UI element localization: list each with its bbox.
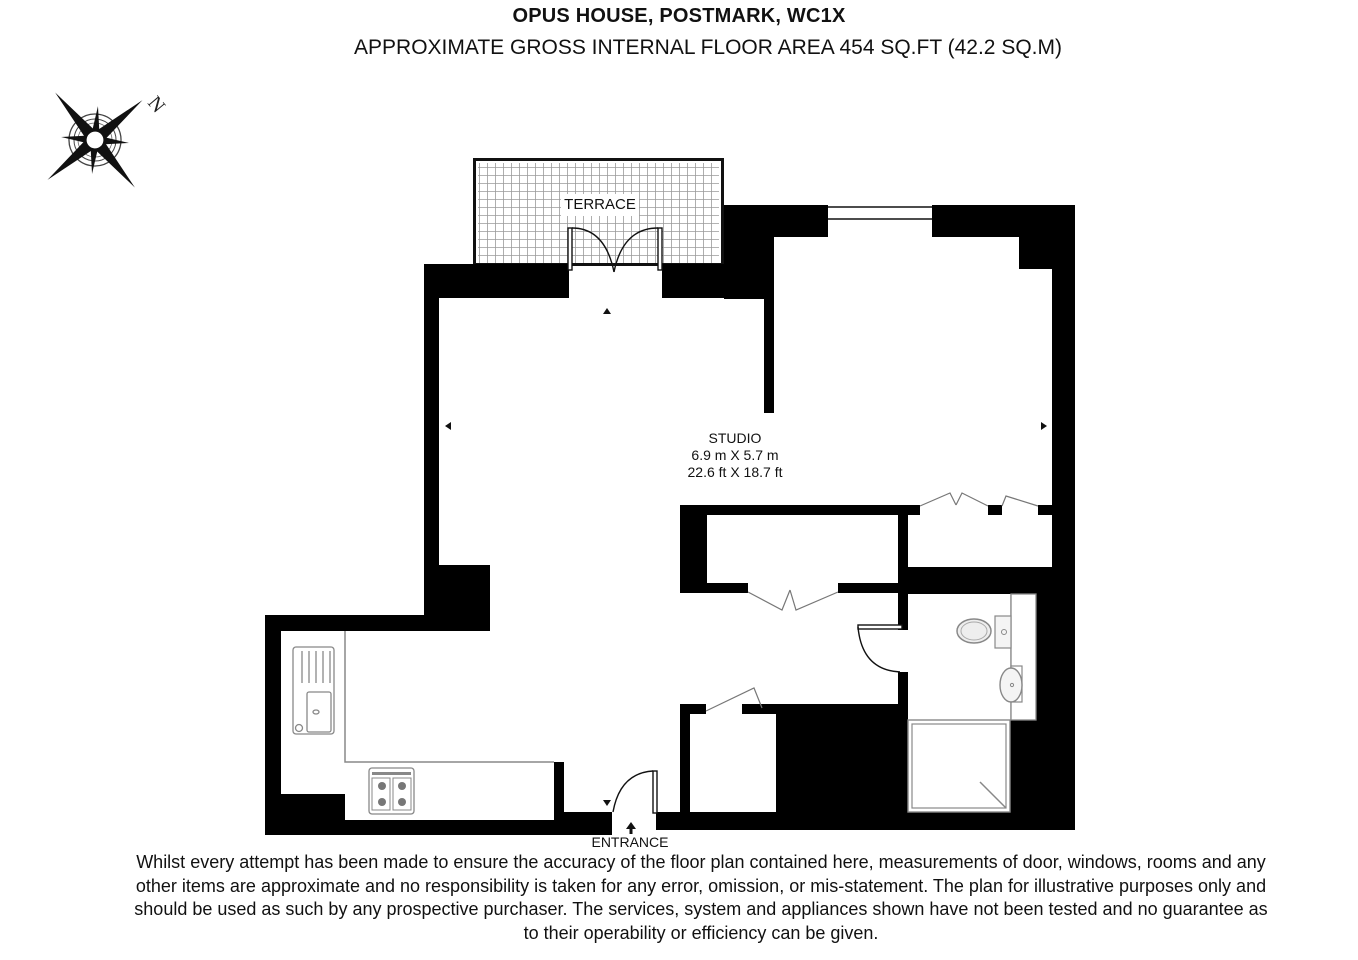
- basin-icon: [999, 665, 1023, 703]
- kitchen-sink-icon: [292, 646, 335, 735]
- arrow-up-icon: [626, 822, 636, 834]
- toilet-icon: [956, 615, 1012, 649]
- disclaimer-line: other items are approximate and no respo…: [135, 875, 1267, 896]
- studio-name: STUDIO: [708, 430, 762, 446]
- disclaimer-line: to their operability or efficiency can b…: [523, 922, 879, 943]
- kitchen-counter: [344, 631, 554, 763]
- plan-title: OPUS HOUSE, POSTMARK, WC1X: [512, 5, 846, 27]
- shower-tray-icon: [907, 719, 1011, 813]
- hob-icon: [368, 767, 415, 815]
- terrace-label: TERRACE: [561, 194, 639, 216]
- north-label: N: [143, 92, 169, 117]
- entrance-label: ENTRANCE: [591, 834, 669, 850]
- entrance-door: [612, 770, 658, 814]
- direction-markers: [445, 308, 1047, 806]
- terrace-doors: [567, 227, 663, 273]
- disclaimer-line: should be used as such by any prospectiv…: [134, 899, 1268, 919]
- disclaimer-line: Whilst every attempt has been made to en…: [136, 852, 1266, 872]
- studio-size-metric: 6.9 m X 5.7 m: [691, 447, 779, 463]
- walls: [265, 205, 1075, 835]
- cupboard-door: [705, 687, 763, 712]
- wardrobe-doors: [747, 589, 839, 611]
- studio-room-label: STUDIO 6.9 m X 5.7 m 22.6 ft X 18.7 ft: [665, 430, 805, 481]
- disclaimer: Whilst every attempt has been made to en…: [86, 851, 1316, 945]
- compass-rose-icon: [47, 92, 143, 188]
- floor-area-subtitle: APPROXIMATE GROSS INTERNAL FLOOR AREA 45…: [354, 36, 1062, 59]
- window: [828, 206, 932, 220]
- bathroom-door: [857, 624, 903, 673]
- closet-doors: [919, 492, 1039, 507]
- studio-size-imperial: 22.6 ft X 18.7 ft: [687, 464, 783, 480]
